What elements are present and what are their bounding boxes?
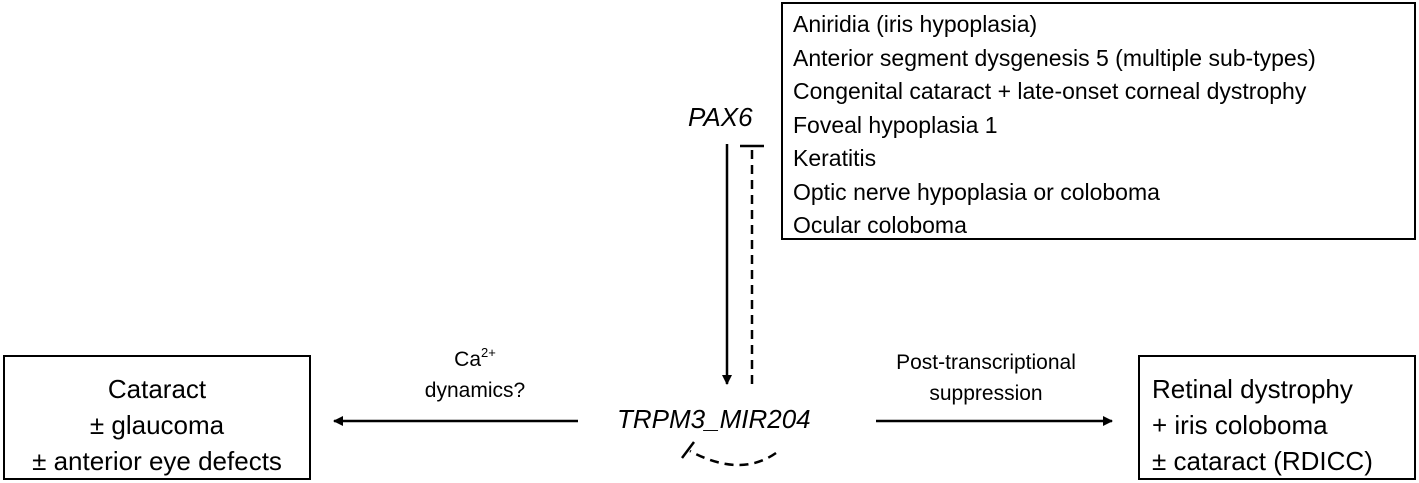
phenotype-item: Ocular coloboma [793, 212, 967, 238]
phenotype-item: Foveal hypoplasia 1 [793, 111, 998, 138]
self-inhibition-bar [681, 441, 695, 459]
pax6-phenotype-box: Aniridia (iris hypoplasia) Anterior segm… [781, 2, 1416, 240]
phenotype-item: Keratitis [793, 145, 877, 171]
cataract-phenotype-box: Cataract ± glaucoma ± anterior eye defec… [3, 355, 311, 480]
self-inhibition-loop [689, 449, 777, 467]
phenotype-item: Optic nerve hypoplasia or coloboma [793, 178, 1160, 205]
retinal-dystrophy-line: Retinal dystrophy [1152, 374, 1353, 404]
dynamics-label: dynamics? [424, 379, 526, 402]
post-transcriptional-label: Post-transcriptional suppression [876, 347, 1096, 409]
cataract-line: Cataract [107, 374, 207, 404]
calcium-label: Ca [454, 348, 482, 371]
pax6-gene-label: PAX6 [688, 102, 753, 132]
phenotype-item: Congenital cataract + late-onset corneal… [793, 78, 1307, 104]
calcium-dynamics-label: Ca2+ dynamics? [384, 344, 566, 406]
phenotype-item: Aniridia (iris hypoplasia) [793, 11, 1038, 37]
calcium-charge-superscript: 2+ [481, 345, 496, 360]
retinal-phenotype-box: Retinal dystrophy + iris coloboma ± cata… [1138, 355, 1416, 480]
trpm3-mir204-label: TRPM3_MIR204 [617, 404, 811, 434]
suppression-line: suppression [929, 382, 1043, 405]
post-transcriptional-line: Post-transcriptional [896, 351, 1076, 374]
iris-coloboma-line: + iris coloboma [1152, 410, 1328, 440]
rdicc-cataract-line: ± cataract (RDICC) [1152, 446, 1373, 476]
phenotype-item: Anterior segment dysgenesis 5 (multiple … [793, 44, 1316, 71]
glaucoma-line: ± glaucoma [89, 410, 225, 440]
anterior-defects-line: ± anterior eye defects [32, 446, 282, 476]
